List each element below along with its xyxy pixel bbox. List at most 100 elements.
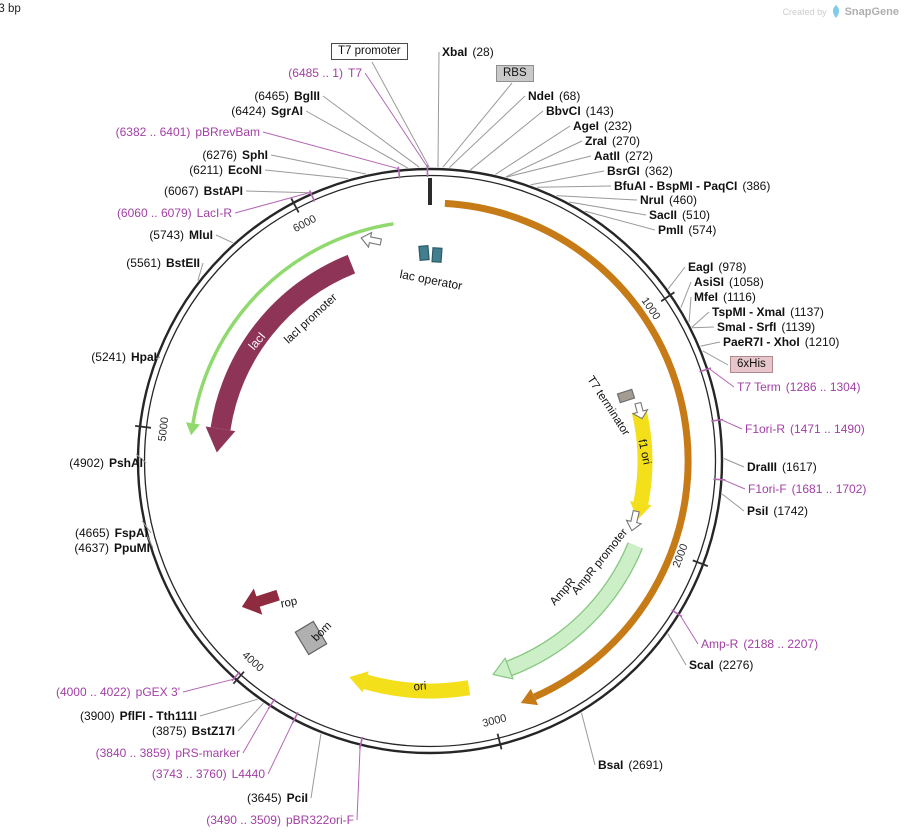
bom-box[interactable] [294,620,328,656]
enzyme-label-SgrAI[interactable]: (6424)SgrAI [231,104,303,118]
enzyme-leader-line [537,185,612,188]
primer-leader-line [708,368,735,388]
enzyme-label-XbaI[interactable]: XbaI(28) [442,45,494,59]
laci-gene-arrowhead [205,426,236,453]
enzyme-label-AatII[interactable]: AatII(272) [594,149,653,163]
enzyme-name: BsrGI [607,164,640,178]
enzyme-name: PpuMI [114,541,150,555]
enzyme-label-AgeI[interactable]: AgeI(232) [573,119,632,133]
sixhis-tag-label[interactable]: 6xHis [730,356,773,373]
enzyme-label-EcoNI[interactable]: (6211)EcoNI [189,163,262,177]
enzyme-label-PshAI[interactable]: (4902)PshAI [69,456,143,470]
primer-site-tick [291,712,299,724]
enzyme-leader-line [310,733,322,799]
laci-gene[interactable] [210,254,356,431]
cut-position: (4637) [74,541,109,555]
enzyme-label-SacII[interactable]: SacII(510) [649,208,710,222]
primer-site-tick [267,698,276,710]
enzyme-name: BglII [294,89,320,103]
enzyme-label-PciI[interactable]: (3645)PciI [247,791,308,805]
primer-site-tick [358,736,364,749]
enzyme-leader-line [199,698,258,717]
feature-label-f1-ori[interactable]: f1 ori [635,438,652,466]
primer-name: F1ori-F [748,482,787,496]
laci-promoter-arc[interactable] [191,222,394,424]
enzyme-leader-line [581,712,596,766]
primer-label-F1ori-R[interactable]: F1ori-R(1471 .. 1490) [745,422,865,436]
cut-position: (143) [585,104,614,118]
primer-label-LacI-R[interactable]: (6060 .. 6079)LacI-R [117,206,232,220]
feature-label-ori[interactable]: ori [413,680,427,693]
enzyme-label-PmlI[interactable]: PmlI(574) [658,223,716,237]
enzyme-label-ScaI[interactable]: ScaI(2276) [689,658,753,672]
t7-promoter-label[interactable]: T7 promoter [331,43,408,60]
primer-label-pBRrevBam[interactable]: (6382 .. 6401)pBRrevBam [116,125,260,139]
primer-range: (1471 .. 1490) [790,422,865,436]
primer-label-Amp-R[interactable]: Amp-R(2188 .. 2207) [701,637,818,651]
primer-site-tick [713,478,726,481]
lac-operator-box-1[interactable] [418,244,430,262]
enzyme-label-AsiSI[interactable]: AsiSI(1058) [694,275,764,289]
boxed-label-leader-line [702,350,729,366]
enzyme-label-PsiI[interactable]: PsiI(1742) [747,504,808,518]
enzyme-label-HpaI[interactable]: (5241)HpaI [91,350,157,364]
expression-orf[interactable] [444,199,692,701]
enzyme-label-NruI[interactable]: NruI(460) [640,193,697,207]
enzyme-label-BstZ17I[interactable]: (3875)BstZ17I [152,724,235,738]
enzyme-label-PpuMI[interactable]: (4637) PpuMI [74,541,150,555]
enzyme-label-EagI[interactable]: EagI(978) [688,260,746,274]
cut-position: (5241) [91,350,126,364]
rbs-label[interactable]: RBS [496,65,534,82]
rop-arrow[interactable] [241,588,280,615]
enzyme-label-ZraI[interactable]: ZraI(270) [585,134,640,148]
primer-label-pGEX3'[interactable]: (4000 .. 4022)pGEX 3' [56,685,180,699]
enzyme-label-SphI[interactable]: (6276)SphI [202,148,268,162]
primer-label-L4440[interactable]: (3743 .. 3760)L4440 [152,767,265,781]
primer-site-tick [671,609,683,618]
enzyme-label-NdeI[interactable]: NdeI(68) [528,89,580,103]
primer-label-pBR322ori-F[interactable]: (3490 .. 3509)pBR322ori-F [206,813,354,827]
cut-position: (6465) [254,89,289,103]
ampr-promoter-glyph[interactable] [625,509,643,532]
enzyme-label-DraIII[interactable]: DraIII(1617) [747,460,817,474]
primer-label-F1ori-F[interactable]: F1ori-F(1681 .. 1702) [748,482,866,496]
cut-position: (1058) [729,275,764,289]
enzyme-label-MluI[interactable]: (5743)MluI [149,228,213,242]
enzyme-label-TspMI-XmaI[interactable]: TspMI - XmaI(1137) [712,305,824,319]
pbr322-ori[interactable] [363,674,471,699]
primer-label-T7Term[interactable]: T7 Term(1286 .. 1304) [737,380,861,394]
enzyme-label-BfuAI-BspMI-PaqCI[interactable]: BfuAI - BspMI - PaqCI(386) [614,179,770,193]
laci-promoter-glyph[interactable] [360,231,383,249]
enzyme-label-PflFI-Tth111I[interactable]: (3900)PflFI - Tth111I [80,709,197,723]
enzyme-label-BbvCI[interactable]: BbvCI(143) [546,104,614,118]
enzyme-label-PaeR7I-XhoI[interactable]: PaeR7I - XhoI(1210) [723,335,839,349]
primer-range: (6382 .. 6401) [115,125,191,139]
cut-position: (386) [742,179,771,193]
t7-terminator-glyph[interactable] [631,401,649,420]
expression-orf-arrowhead [520,688,539,706]
t7-terminator-box[interactable] [616,388,636,404]
lac-operator-box-2[interactable] [431,247,443,263]
primer-label-T7[interactable]: (6485 .. 1)T7 [288,66,362,80]
enzyme-label-BstAPI[interactable]: (6067)BstAPI [164,184,243,198]
enzyme-leader-line [700,341,721,347]
feature-label-rop[interactable]: rop [280,595,299,610]
enzyme-label-BglII[interactable]: (6465) BglII [254,89,320,103]
cut-position: (5743) [149,228,184,242]
enzyme-label-BstEII[interactable]: (5561)BstEII [126,256,200,270]
ampr-gene[interactable] [506,542,642,676]
enzyme-label-FspAI[interactable]: (4665)FspAI [75,526,148,540]
enzyme-name: PshAI [108,456,143,470]
cut-position: (28) [472,45,494,59]
enzyme-label-BsaI[interactable]: BsaI(2691) [598,758,663,772]
tick-5000 [134,425,152,429]
primer-leader-line [262,131,399,170]
f1-ori[interactable] [631,409,653,505]
primer-label-pRS-marker[interactable]: (3840 .. 3859)pRS-marker [96,746,240,760]
enzyme-label-BsrGI[interactable]: BsrGI(362) [607,164,673,178]
cut-position: (5561) [126,256,161,270]
primer-site-tick [231,671,241,682]
boxed-label-leader-line [442,82,513,168]
enzyme-label-MfeI[interactable]: MfeI(1116) [694,290,756,304]
enzyme-label-SmaI-SrfI[interactable]: SmaI - SrfI(1139) [717,320,815,334]
